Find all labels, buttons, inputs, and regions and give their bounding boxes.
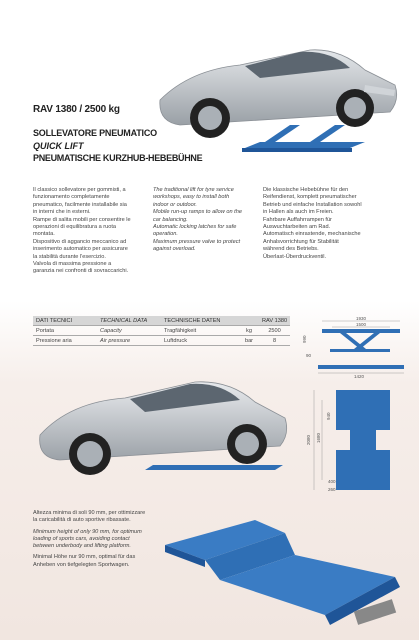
note-english: Minimum height of only 90 mm, for optimu… [33, 528, 142, 550]
title-italian: SOLLEVATORE PNEUMATICO [33, 128, 157, 138]
note-italian: Altezza minima di soli 90 mm, per ottimi… [33, 510, 146, 524]
table-header-row: DATI TECNICI TECHNICAL DATA TECHNISCHE D… [33, 316, 291, 326]
dim-left-b: 90 [306, 353, 312, 358]
technical-data-table: DATI TECNICI TECHNICAL DATA TECHNISCHE D… [33, 316, 291, 346]
title-german: PNEUMATISCHE KURZHUB-HEBEBÜHNE [33, 153, 203, 163]
dim-top2: 1500 [356, 322, 367, 327]
car-on-lift-illustration [159, 49, 398, 152]
dim-left-a: 990 [302, 335, 307, 343]
dim-top1: 1930 [356, 316, 367, 321]
dim-side-a: 2080 [306, 434, 311, 445]
title-english: QUICK LIFT [33, 141, 84, 151]
model-heading: RAV 1380 / 2500 kg [33, 104, 120, 115]
dim-side-d: 400 [328, 479, 336, 484]
dim-side-b: 1680 [316, 432, 321, 443]
dimension-drawing: 1930 1500 990 90 1420 2080 1680 940 400 … [302, 316, 404, 492]
dim-side-c: 940 [326, 412, 331, 420]
lift-platform-illustration [165, 520, 400, 625]
low-height-note: Altezza minima di soli 90 mm, per ottimi… [33, 510, 163, 573]
dim-side-e: 260 [328, 487, 336, 492]
table-row: Pressione aria Air pressure Luftdruck ba… [33, 335, 291, 346]
table-row: Portata Capacity Tragfähigkeit kg 2500 [33, 325, 291, 336]
dim-bottom: 1420 [354, 374, 365, 379]
low-car-on-lift-illustration [39, 381, 288, 475]
